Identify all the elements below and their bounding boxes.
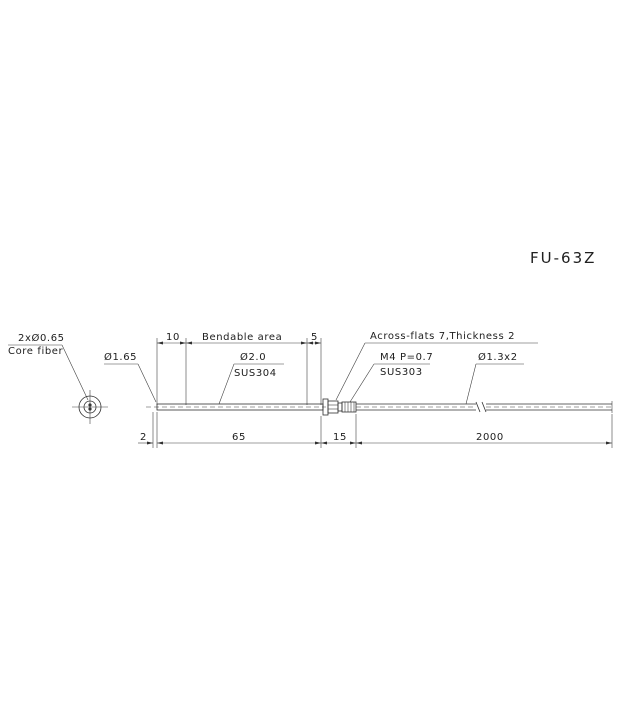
dim-2000-label: 2000 <box>476 432 504 443</box>
sleeve-diameter-label: Ø2.0 <box>240 351 266 363</box>
dim-5-label: 5 <box>311 332 318 343</box>
arrowhead <box>350 441 356 445</box>
arrowhead <box>307 341 313 345</box>
arrowhead <box>315 341 321 345</box>
cable-break-symbol <box>475 401 487 413</box>
arrowhead <box>356 441 362 445</box>
core-diameter-label: 2xØ0.65 <box>18 332 65 344</box>
arrowhead <box>157 441 163 445</box>
cable-diameter-label: Ø1.3x2 <box>478 351 518 363</box>
arrowhead <box>301 341 307 345</box>
tip-diameter-label: Ø1.65 <box>104 351 137 363</box>
model-title: FU-63Z <box>530 249 596 267</box>
thread-label: M4 P=0.7 <box>380 352 433 363</box>
core-leader-line <box>61 344 89 401</box>
nut-shoulder <box>337 402 343 412</box>
across-flats-label: Across-flats 7,Thickness 2 <box>370 331 515 342</box>
hex-nut <box>327 400 339 414</box>
arrowhead <box>147 441 153 445</box>
tip-leader-line <box>137 363 157 403</box>
sleeve-material-label: SUS304 <box>234 368 277 379</box>
core-fiber-label: Core fiber <box>8 346 64 357</box>
thread-leader-line <box>349 363 375 403</box>
end-view: 2xØ0.65 Core fiber <box>8 332 108 424</box>
callouts: Ø1.65 Ø2.0 SUS304 Across-flats 7,Thickne… <box>104 331 538 405</box>
dim-65-label: 65 <box>232 432 246 443</box>
dim-10-label: 10 <box>166 332 180 343</box>
arrowhead <box>157 341 163 345</box>
arrowhead <box>180 341 186 345</box>
sleeve-leader-line <box>218 363 235 405</box>
cable-leader-line <box>465 363 477 405</box>
side-view <box>146 398 613 416</box>
arrowhead <box>606 441 612 445</box>
bottom-dimensions: 2 65 15 2000 <box>138 412 613 448</box>
dim-2-label: 2 <box>140 432 147 443</box>
arrowhead <box>321 441 327 445</box>
top-dimensions: 10 Bendable area 5 <box>156 332 322 405</box>
across-flats-leader <box>335 342 366 401</box>
nut-material-label: SUS303 <box>380 367 423 378</box>
arrowhead <box>315 441 321 445</box>
dim-15-label: 15 <box>333 432 347 443</box>
arrowhead <box>186 341 192 345</box>
bendable-area-label: Bendable area <box>202 332 282 343</box>
